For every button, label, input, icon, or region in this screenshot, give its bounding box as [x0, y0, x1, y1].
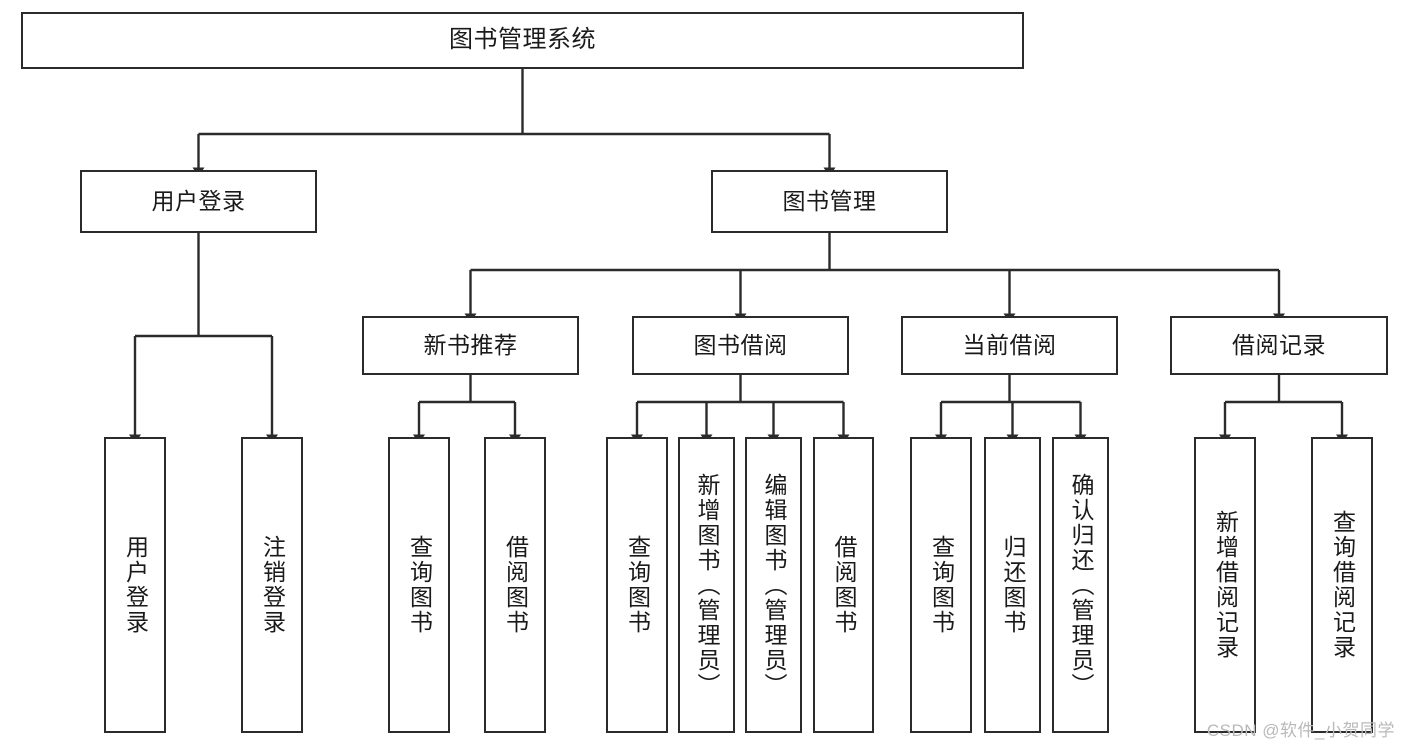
leaf-query-borrow-record-label: 查询借阅记录 — [1329, 510, 1356, 660]
leaf-return-book-label: 归还图书 — [1000, 535, 1026, 635]
leaf-query-book-current[interactable]: 查询图书 — [910, 437, 972, 733]
leaf-logout[interactable]: 注销登录 — [241, 437, 303, 733]
node-book-borrow-label: 图书借阅 — [693, 331, 788, 358]
leaf-user-login-label: 用户登录 — [122, 535, 149, 635]
leaf-confirm-return[interactable]: 确认归还（管理员） — [1052, 437, 1109, 733]
node-new-book-recommend-label: 新书推荐 — [423, 331, 518, 358]
leaf-query-book-current-label: 查询图书 — [928, 535, 955, 635]
node-root[interactable]: 图书管理系统 — [21, 12, 1024, 69]
leaf-edit-book-label: 编辑图书（管理员） — [761, 472, 787, 698]
leaf-borrow-book-recommend-label: 借阅图书 — [502, 535, 529, 635]
node-user-login-label: 用户登录 — [151, 187, 246, 214]
node-book-manage[interactable]: 图书管理 — [711, 170, 948, 233]
node-book-borrow[interactable]: 图书借阅 — [632, 316, 849, 375]
leaf-confirm-return-label: 确认归还（管理员） — [1068, 472, 1094, 698]
leaf-add-borrow-record-label: 新增借阅记录 — [1212, 510, 1239, 660]
leaf-add-book[interactable]: 新增图书（管理员） — [678, 437, 735, 733]
node-borrow-record-label: 借阅记录 — [1232, 331, 1326, 358]
node-borrow-record[interactable]: 借阅记录 — [1170, 316, 1388, 375]
leaf-borrow-book[interactable]: 借阅图书 — [813, 437, 874, 733]
leaf-query-book-recommend-label: 查询图书 — [406, 535, 433, 635]
leaf-borrow-book-recommend[interactable]: 借阅图书 — [484, 437, 546, 733]
leaf-edit-book[interactable]: 编辑图书（管理员） — [745, 437, 802, 733]
csdn-watermark: CSDN @软件_小贺同学 — [1206, 721, 1395, 740]
leaf-query-book-borrow[interactable]: 查询图书 — [606, 437, 668, 733]
leaf-logout-label: 注销登录 — [259, 535, 286, 635]
leaf-return-book[interactable]: 归还图书 — [984, 437, 1041, 733]
leaf-borrow-book-label: 借阅图书 — [831, 535, 857, 635]
leaf-add-borrow-record[interactable]: 新增借阅记录 — [1194, 437, 1256, 733]
node-root-label: 图书管理系统 — [449, 26, 596, 54]
leaf-query-borrow-record[interactable]: 查询借阅记录 — [1311, 437, 1373, 733]
leaf-query-book-recommend[interactable]: 查询图书 — [388, 437, 450, 733]
node-current-borrow[interactable]: 当前借阅 — [901, 316, 1118, 375]
node-current-borrow-label: 当前借阅 — [962, 331, 1057, 358]
node-book-manage-label: 图书管理 — [782, 187, 877, 214]
leaf-user-login[interactable]: 用户登录 — [104, 437, 166, 733]
leaf-add-book-label: 新增图书（管理员） — [694, 472, 720, 698]
node-new-book-recommend[interactable]: 新书推荐 — [362, 316, 579, 375]
node-user-login[interactable]: 用户登录 — [80, 170, 317, 233]
leaf-query-book-borrow-label: 查询图书 — [624, 535, 651, 635]
